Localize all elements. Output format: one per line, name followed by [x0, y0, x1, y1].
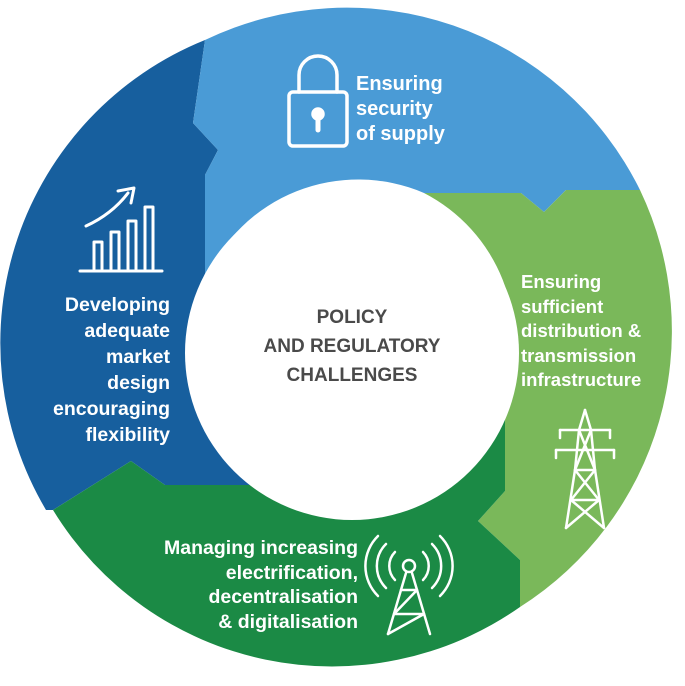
market-label-line-5: encouraging	[52, 398, 170, 420]
electrification-label: Managing increasing electrification, dec…	[104, 536, 358, 634]
transmission-tower-icon	[554, 408, 616, 530]
center-title-line-3: CHALLENGES	[286, 365, 418, 386]
market-label-line-3: market	[106, 346, 170, 368]
segment-electrification	[53, 397, 520, 667]
growth-chart-icon	[78, 186, 164, 273]
security-label-line-1: Ensuring	[356, 73, 443, 95]
infrastructure-label-line-2: sufficient	[521, 295, 604, 317]
security-label: Ensuring security of supply	[356, 72, 445, 147]
electrification-label-line-4: & digitalisation	[218, 610, 358, 633]
center-title-line-2: AND REGULATORY	[263, 336, 441, 357]
market-label-line-1: Developing	[64, 294, 170, 316]
infrastructure-label: Ensuring sufficient distribution & trans…	[521, 270, 641, 393]
segment-infrastructure	[424, 190, 672, 607]
infrastructure-label-line-1: Ensuring	[521, 271, 602, 292]
infrastructure-label-line-3: distribution &	[521, 320, 642, 341]
electrification-label-line-1: Managing increasing	[164, 537, 358, 559]
market-label-line-2: adequate	[84, 320, 170, 342]
center-title-line-1: POLICY	[316, 307, 388, 328]
market-label-line-6: flexibility	[85, 424, 170, 446]
security-label-line-3: of supply	[356, 123, 445, 145]
center-circle	[185, 186, 519, 520]
electrification-label-line-2: electrification,	[225, 561, 358, 584]
center-title: POLICY AND REGULATORY CHALLENGES	[240, 303, 464, 390]
antenna-icon	[364, 534, 454, 636]
infrastructure-label-line-4: transmission	[521, 344, 637, 366]
segment-security	[193, 7, 640, 281]
padlock-icon	[287, 54, 349, 148]
security-label-line-2: security	[356, 98, 433, 120]
market-label: Developing adequate market design encour…	[24, 292, 170, 448]
electrification-label-line-3: decentralisation	[208, 586, 358, 608]
market-label-line-4: design	[107, 372, 170, 394]
infrastructure-label-line-5: infrastructure	[521, 369, 642, 390]
